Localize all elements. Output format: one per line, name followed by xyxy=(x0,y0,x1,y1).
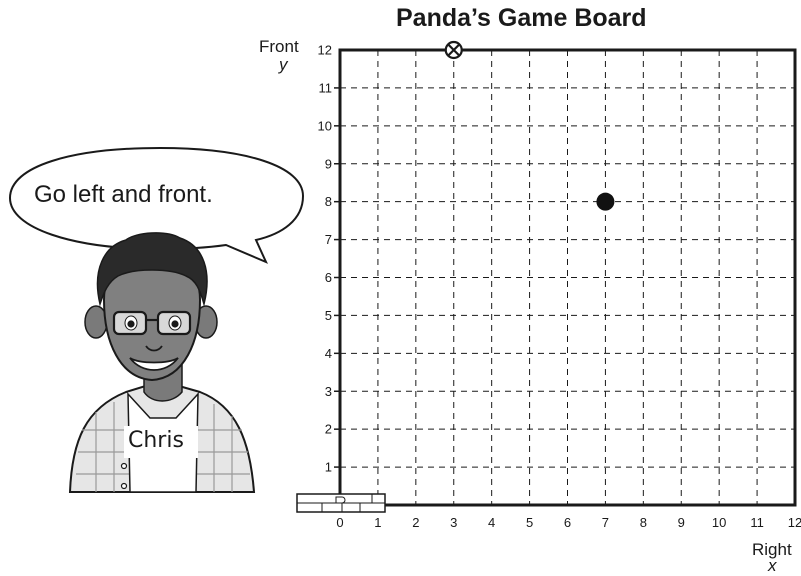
x-axis-tick-label: 10 xyxy=(712,515,726,530)
circled-x-marker xyxy=(446,42,462,58)
y-axis-variable-label: y xyxy=(279,55,288,75)
x-axis-tick-label: 7 xyxy=(602,515,609,530)
x-axis-tick-label: 11 xyxy=(750,515,764,530)
x-axis-variable-label: x xyxy=(768,556,777,576)
character-name-label: Chris xyxy=(128,428,184,453)
y-axis-tick-label: 11 xyxy=(319,80,333,95)
x-axis-tick-label: 3 xyxy=(450,515,457,530)
x-axis-tick-label: 4 xyxy=(488,515,495,530)
x-axis-tick-label: 6 xyxy=(564,515,571,530)
panda-position-dot xyxy=(596,193,614,211)
x-axis-tick-label: 0 xyxy=(336,515,343,530)
x-axis-tick-label: 8 xyxy=(640,515,647,530)
x-axis-tick-label: 2 xyxy=(412,515,419,530)
x-axis-tick-label: 5 xyxy=(526,515,533,530)
x-axis-tick-label: 9 xyxy=(678,515,685,530)
x-axis-tick-label: 12 xyxy=(788,515,801,530)
y-axis-tick-label: 1 xyxy=(325,460,332,475)
origin-ruler xyxy=(297,494,385,512)
y-axis-tick-label: 5 xyxy=(325,308,332,323)
y-axis-tick-label: 3 xyxy=(325,384,332,399)
y-axis-tick-label: 12 xyxy=(318,43,332,58)
y-axis-tick-label: 4 xyxy=(325,346,332,361)
board-title: Panda’s Game Board xyxy=(396,4,647,33)
y-axis-tick-label: 9 xyxy=(325,156,332,171)
y-axis-word-label: Front xyxy=(259,37,299,57)
y-axis-tick-label: 8 xyxy=(325,194,332,209)
y-axis-tick-label: 6 xyxy=(325,270,332,285)
speech-bubble-text: Go left and front. xyxy=(34,181,213,209)
y-axis-tick-label: 7 xyxy=(325,232,332,247)
y-axis-tick-label: 10 xyxy=(318,118,332,133)
grid-lines xyxy=(334,50,795,505)
y-axis-tick-label: 2 xyxy=(325,422,332,437)
x-axis-tick-label: 1 xyxy=(374,515,381,530)
